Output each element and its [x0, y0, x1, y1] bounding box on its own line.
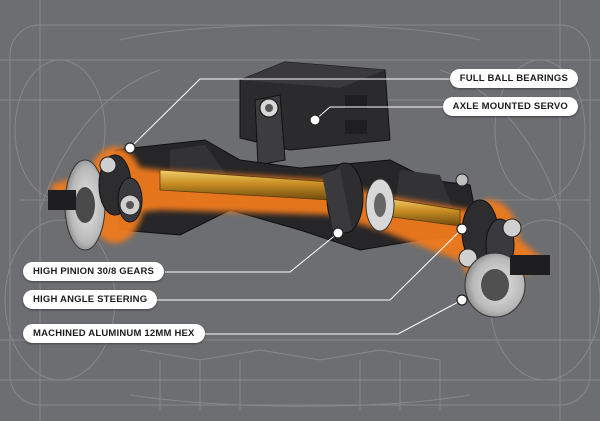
servo-body: [239, 61, 391, 166]
callout-high-angle-steering: HIGH ANGLE STEERING: [23, 290, 158, 309]
left-gear-stack: [98, 154, 143, 223]
leader-lines: [129, 78, 470, 335]
callout-high-pinion-gears: HIGH PINION 30/8 GEARS: [23, 262, 165, 281]
differential: [322, 162, 395, 235]
leader-dots: [124, 114, 468, 306]
callout-machined-aluminum-hex: MACHINED ALUMINUM 12MM HEX: [23, 324, 205, 343]
left-wheel-hub: [48, 159, 106, 251]
right-wheel-hub: [464, 252, 550, 318]
callout-full-ball-bearings: FULL BALL BEARINGS: [449, 69, 578, 88]
callout-axle-mounted-servo: AXLE MOUNTED SERVO: [442, 97, 578, 116]
